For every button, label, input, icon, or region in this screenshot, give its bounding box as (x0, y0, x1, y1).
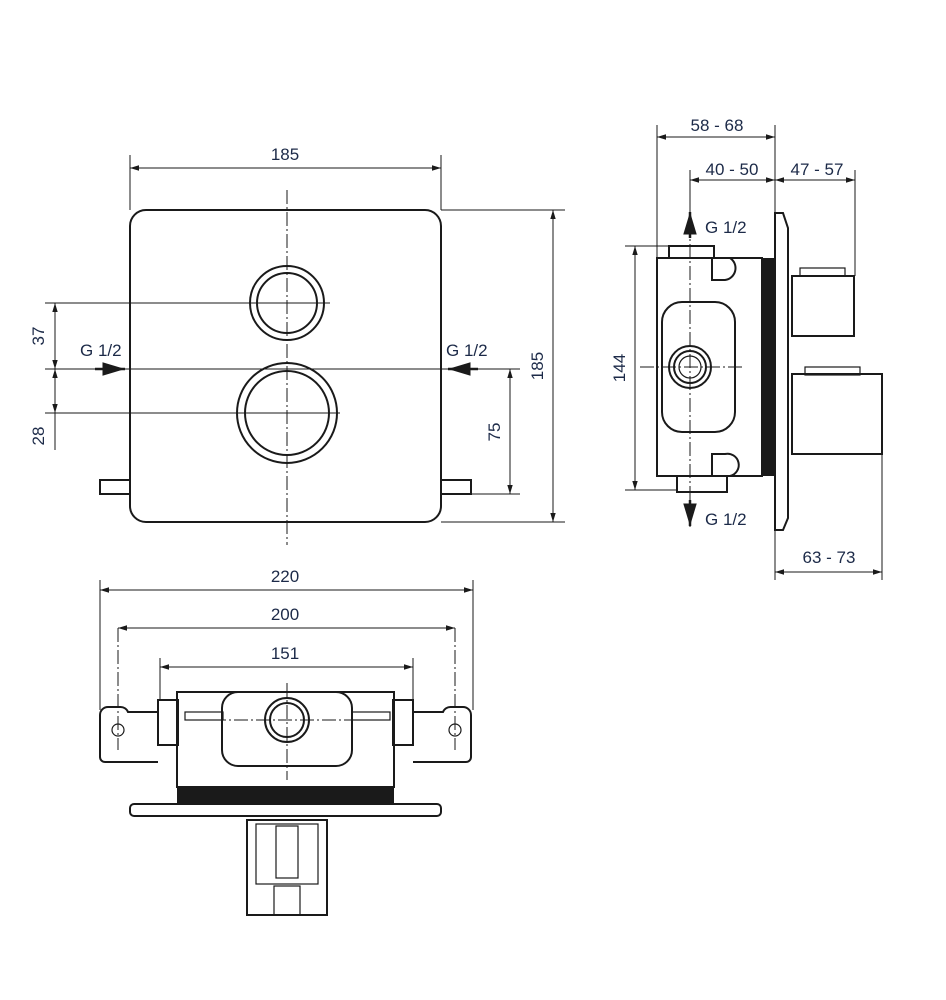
cover-plate (129, 209, 442, 523)
outlet-top-label: G 1/2 (705, 218, 747, 237)
dim-depth-total: 58 - 68 (691, 116, 744, 135)
dim-upper: 37 (29, 327, 48, 346)
dim-mount-width: 200 (271, 605, 299, 624)
plate-edge (129, 803, 442, 817)
knob-bottom (246, 819, 328, 916)
dim-depth-bottom: 63 - 73 (803, 548, 856, 567)
dim-right: 75 (485, 423, 504, 442)
bottom-view: 220 200 151 (99, 567, 474, 916)
front-view: 185 185 37 28 75 G 1/2 G 1/2 (29, 145, 565, 545)
dim-body-width: 151 (271, 644, 299, 663)
thread (762, 258, 775, 476)
dim-lower: 28 (29, 427, 48, 446)
side-knob-lower (791, 373, 883, 455)
thread-bottom (177, 787, 394, 804)
side-view: 58 - 68 40 - 50 47 - 57 63 - 73 144 G 1/… (610, 116, 883, 580)
side-knob-upper (791, 275, 855, 337)
mount-tab-right (440, 479, 472, 495)
dim-height-front: 185 (528, 352, 547, 380)
dim-depth-handle: 47 - 57 (791, 160, 844, 179)
body-bottom (176, 691, 395, 788)
mount-tab-left (99, 479, 131, 495)
dim-overall-width: 220 (271, 567, 299, 586)
inlet-left-label: G 1/2 (80, 341, 122, 360)
inlet-right-label: G 1/2 (446, 341, 488, 360)
dim-width-front: 185 (271, 145, 299, 164)
side-plate (774, 212, 789, 531)
bracket-left (99, 706, 158, 763)
outlet-bottom-label: G 1/2 (705, 510, 747, 529)
dim-depth-body: 40 - 50 (706, 160, 759, 179)
bracket-right (413, 706, 472, 763)
dim-height-side: 144 (610, 354, 629, 382)
